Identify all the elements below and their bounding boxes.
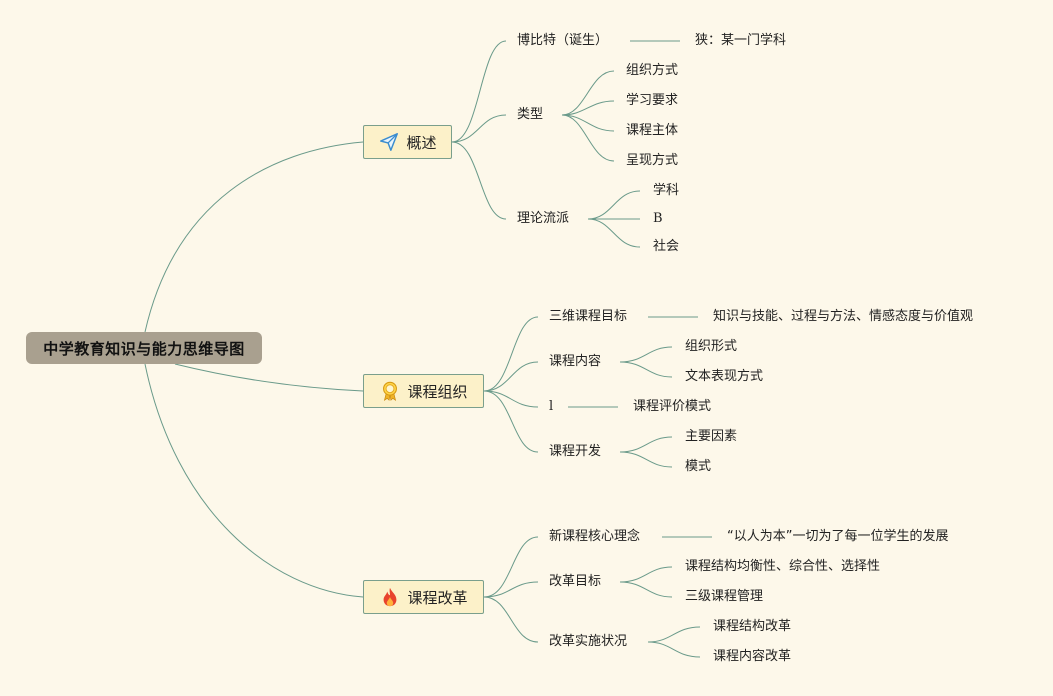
link-sec3-impl	[483, 596, 539, 643]
node-theory[interactable]: 理论流派	[517, 211, 570, 226]
link-root-sec3	[144, 363, 364, 598]
link-sec1-types	[451, 114, 507, 143]
node-target-item-2[interactable]: 三级课程管理	[685, 589, 764, 604]
node-three-dim-goal[interactable]: 三维课程目标	[549, 309, 628, 324]
main-node-overview[interactable]: 概述	[363, 125, 452, 159]
node-theory-item-3[interactable]: 社会	[653, 239, 680, 254]
link-sec3-target	[483, 581, 539, 598]
fire-icon	[384, 587, 397, 607]
link-types-1	[561, 70, 615, 116]
link-sec2-eval	[483, 390, 539, 408]
link-sec1-theory	[451, 141, 507, 220]
node-type-item-4[interactable]: 呈现方式	[626, 153, 679, 168]
node-reform-target[interactable]: 改革目标	[549, 574, 602, 589]
node-core-idea-note[interactable]: “以人为本”一切为了每一位学生的发展	[727, 529, 949, 544]
link-root-sec1	[144, 141, 364, 333]
link-content-1	[619, 346, 673, 363]
node-course-content[interactable]: 课程内容	[549, 354, 602, 369]
node-target-item-1[interactable]: 课程结构均衡性、综合性、选择性	[685, 559, 881, 574]
link-target-1	[619, 566, 673, 583]
link-sec2-content	[483, 361, 539, 392]
link-content-2	[619, 361, 673, 378]
link-impl-2	[647, 641, 701, 658]
paper-plane-icon	[380, 133, 399, 151]
link-target-2	[619, 581, 673, 598]
link-types-2	[561, 100, 615, 116]
node-content-item-1[interactable]: 组织形式	[685, 339, 738, 354]
node-type-item-2[interactable]: 学习要求	[626, 93, 679, 108]
link-sec3-idea	[483, 536, 539, 598]
root-node[interactable]: 中学教育知识与能力思维导图	[26, 332, 262, 364]
node-dev-item-1[interactable]: 主要因素	[685, 429, 738, 444]
root-title: 中学教育知识与能力思维导图	[43, 339, 245, 358]
link-root-sec2	[174, 363, 364, 392]
link-theory-1	[587, 190, 641, 220]
main-node-curriculum-organization[interactable]: 课程组织	[363, 374, 484, 408]
main-node-curriculum-organization-label: 课程组织	[407, 382, 468, 401]
node-course-dev[interactable]: 课程开发	[549, 444, 602, 459]
node-eval[interactable]: l	[549, 399, 554, 414]
node-impl-item-1[interactable]: 课程结构改革	[713, 619, 792, 634]
node-birth[interactable]: 博比特（诞生）	[517, 33, 609, 48]
node-content-item-2[interactable]: 文本表现方式	[685, 369, 764, 384]
node-types[interactable]: 类型	[517, 107, 544, 122]
link-sec2-dev	[483, 390, 539, 453]
node-dev-item-2[interactable]: 模式	[685, 459, 712, 474]
node-theory-item-1[interactable]: 学科	[653, 183, 680, 198]
main-node-curriculum-reform-label: 课程改革	[407, 588, 468, 607]
main-node-overview-label: 概述	[406, 133, 437, 152]
node-type-item-3[interactable]: 课程主体	[626, 123, 679, 138]
node-eval-note[interactable]: 课程评价模式	[633, 399, 712, 414]
node-birth-note[interactable]: 狭：某一门学科	[695, 33, 787, 48]
award-medal-icon	[383, 381, 398, 401]
link-theory-3	[587, 218, 641, 248]
node-three-dim-goal-note[interactable]: 知识与技能、过程与方法、情感态度与价值观	[713, 309, 974, 324]
node-reform-impl[interactable]: 改革实施状况	[549, 634, 628, 649]
link-impl-1	[647, 626, 701, 643]
link-sec2-goal	[483, 316, 539, 392]
link-dev-2	[619, 451, 673, 468]
node-type-item-1[interactable]: 组织方式	[626, 63, 679, 78]
link-types-4	[561, 114, 615, 162]
node-core-idea[interactable]: 新课程核心理念	[549, 529, 641, 544]
link-dev-1	[619, 436, 673, 453]
link-sec1-birth	[451, 40, 507, 143]
node-impl-item-2[interactable]: 课程内容改革	[713, 649, 792, 664]
node-theory-item-2[interactable]: B	[653, 211, 663, 226]
main-node-curriculum-reform[interactable]: 课程改革	[363, 580, 484, 614]
